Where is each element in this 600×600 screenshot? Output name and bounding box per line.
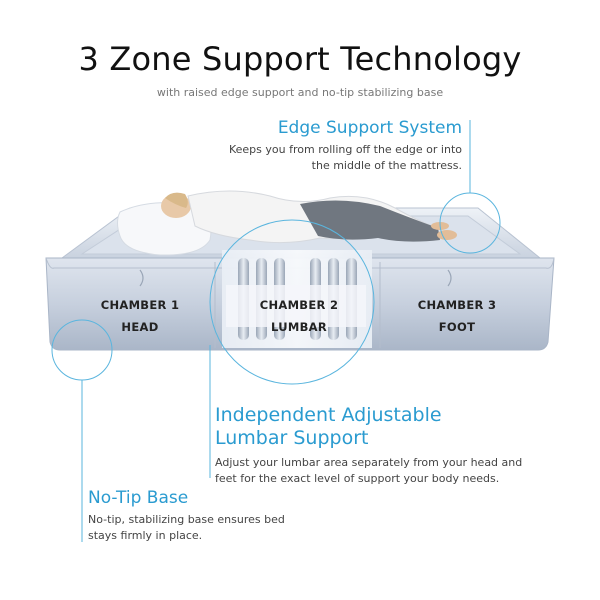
lumbar-title-line-1: Independent Adjustable <box>215 404 442 426</box>
no-tip-base-title: No-Tip Base <box>88 488 189 508</box>
lumbar-title-line-2: Lumbar Support <box>215 427 369 449</box>
lumbar-callout-circle <box>209 219 375 385</box>
sleeping-person-icon <box>161 190 457 244</box>
lumbar-support-description: Adjust your lumbar area separately from … <box>215 456 523 485</box>
chamber-1-zone: HEAD <box>121 320 159 334</box>
chamber-3-label: CHAMBER 3 <box>417 298 497 312</box>
page-title: 3 Zone Support Technology <box>78 40 522 78</box>
edge-support-description: Keeps you from rolling off the edge or i… <box>228 143 462 172</box>
chamber-1-label: CHAMBER 1 <box>100 298 180 312</box>
no-tip-base-description: No-tip, stabilizing base ensures bed sta… <box>88 513 285 542</box>
page-subtitle: with raised edge support and no-tip stab… <box>156 86 444 99</box>
chamber-2-zone: LUMBAR <box>270 320 328 334</box>
chamber-3-zone: FOOT <box>438 320 476 334</box>
chamber-2-label: CHAMBER 2 <box>259 298 339 312</box>
lumbar-support-title: Independent Adjustable Lumbar Support <box>215 404 475 450</box>
lumbar-cutaway <box>222 250 372 348</box>
edge-support-title: Edge Support System <box>277 118 462 138</box>
